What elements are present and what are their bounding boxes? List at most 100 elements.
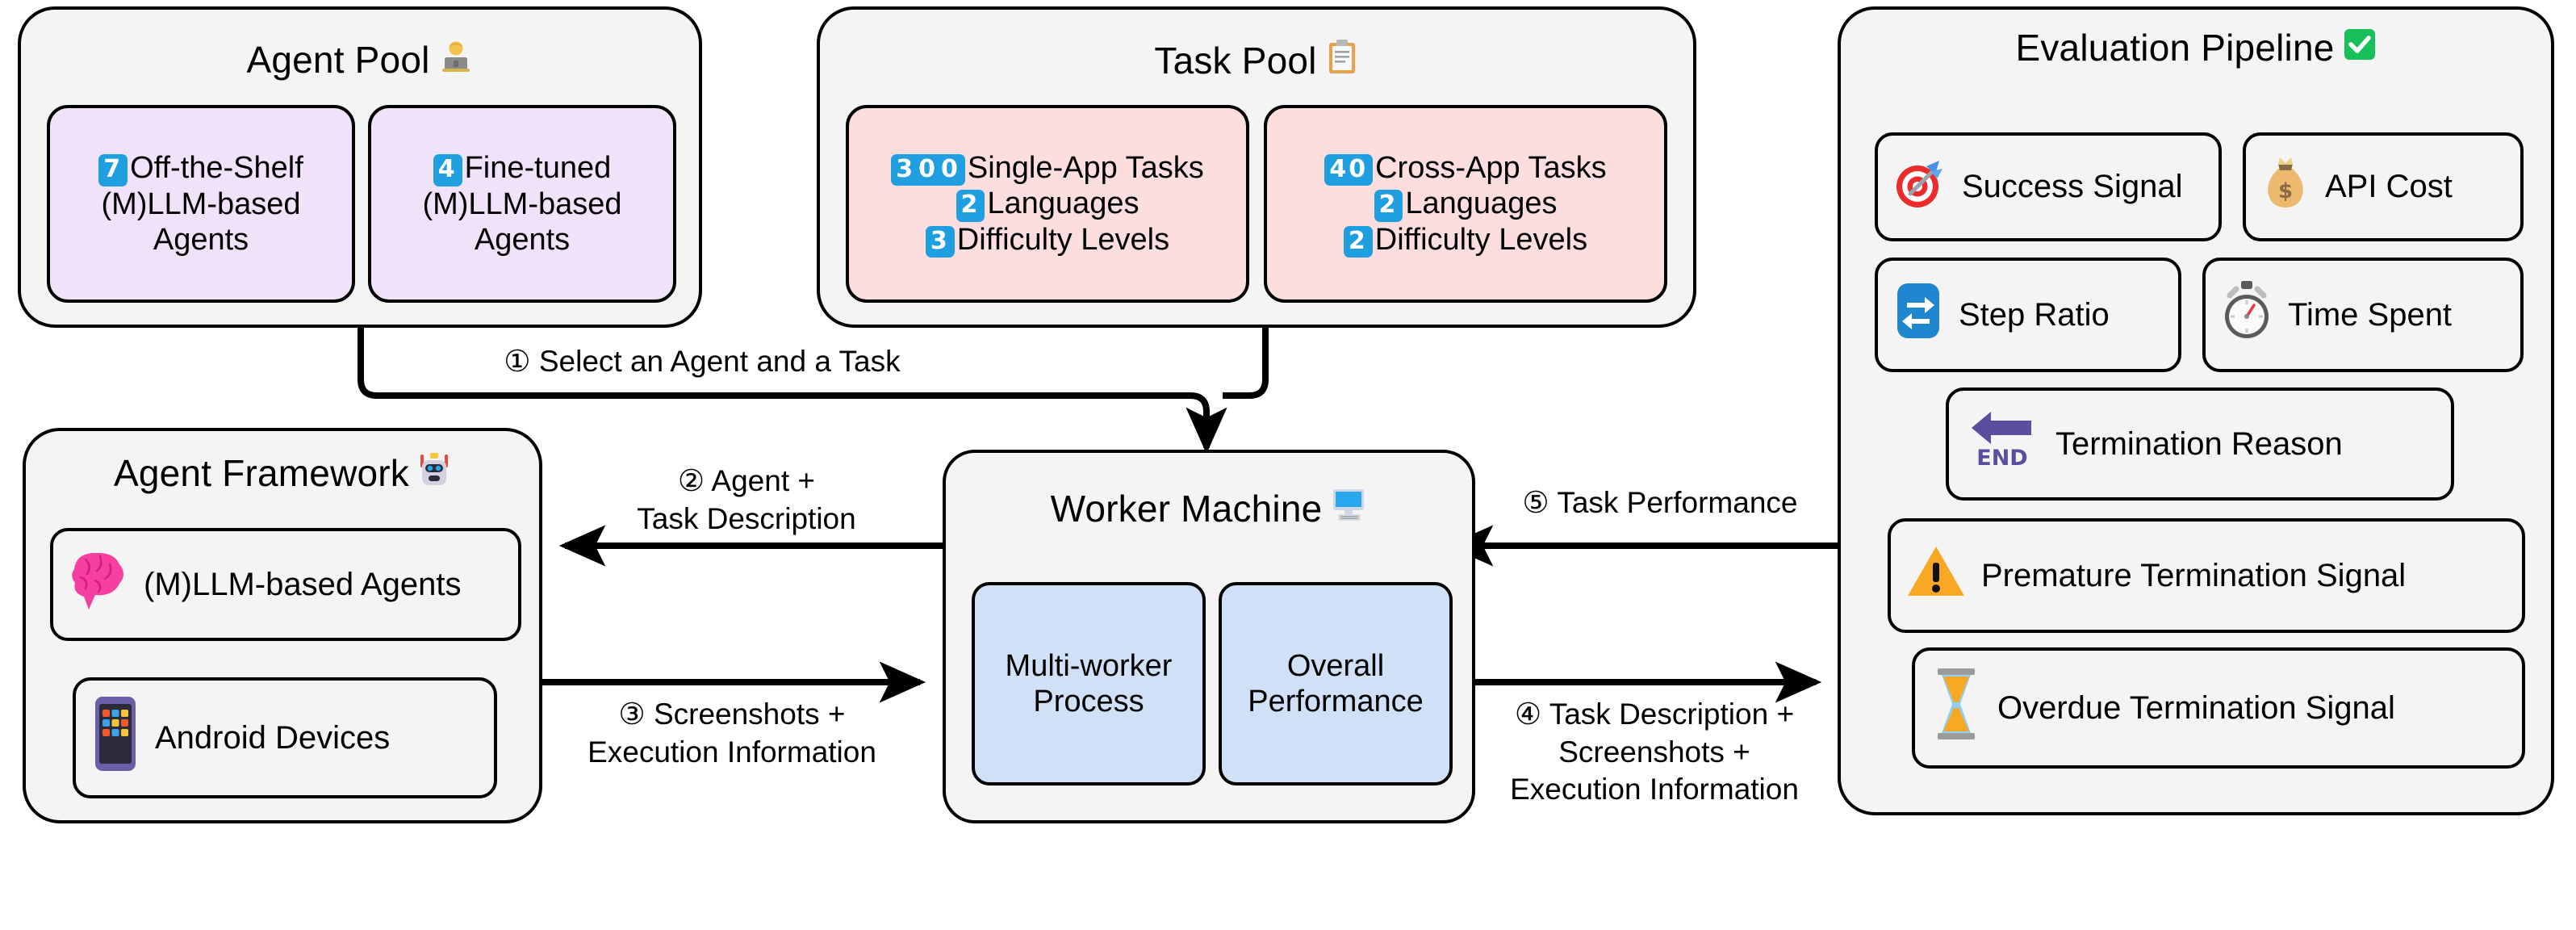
card-line-1: Multi-worker [1005, 648, 1173, 683]
overall-performance-card[interactable]: Overall Performance [1219, 582, 1453, 785]
edge-label-task-performance: ⑤ Task Performance [1478, 484, 1842, 522]
agent-count-badge: 7 [98, 154, 128, 186]
multi-worker-process-card[interactable]: Multi-worker Process [972, 582, 1206, 785]
card-text-1: Fine-tuned [464, 151, 612, 186]
language-count-badge: 2 [1374, 190, 1403, 222]
svg-text:END: END [1976, 446, 2027, 471]
svg-text:$: $ [2278, 179, 2293, 203]
clipboard-emoji [1325, 39, 1359, 82]
metric-label: Success Signal [1962, 169, 2183, 204]
worker-machine-title: Worker Machine [946, 487, 1472, 530]
edge-text-2: Screenshots + [1558, 735, 1750, 769]
edge-text-1: Select an Agent and a Task [538, 345, 901, 378]
edge-text-2: Execution Information [588, 735, 876, 769]
desktop-computer-emoji [1330, 487, 1367, 530]
edge-label-screenshots-execution: ③ Screenshots + Execution Information [542, 696, 922, 771]
repeat-button-emoji [1892, 280, 1944, 350]
evaluation-pipeline-title-text: Evaluation Pipeline [2015, 27, 2335, 69]
metric-label: Premature Termination Signal [1981, 557, 2407, 593]
check-mark-button-emoji [2343, 27, 2377, 68]
edge-marker: ⑤ [1522, 486, 1549, 519]
edge-marker: ① [504, 345, 531, 378]
robot-emoji [417, 452, 451, 494]
evaluation-pipeline-title: Evaluation Pipeline [1841, 27, 2551, 68]
edge-marker: ② [677, 464, 705, 497]
dart-emoji [1892, 156, 1947, 219]
edge-text-1: Agent + [711, 464, 815, 497]
task-pool-title-text: Task Pool [1154, 40, 1317, 82]
evaluation-pipeline-panel: Evaluation Pipeline [1838, 6, 2554, 815]
card-text-3: Difficulty Levels [1374, 222, 1588, 257]
difficulty-count-badge: 3 [925, 225, 955, 258]
card-line-1: Overall [1286, 648, 1385, 683]
card-text-2: Languages [1405, 186, 1558, 221]
android-devices-card[interactable]: Android Devices [73, 677, 497, 798]
metric-time-spent[interactable]: Time Spent [2202, 258, 2524, 372]
edge-text-1: Screenshots + [653, 698, 846, 731]
agent-framework-title: Agent Framework [26, 452, 539, 494]
task-count-badge: 40 [1324, 153, 1374, 186]
agent-framework-panel: Agent Framework [23, 428, 542, 823]
framework-card-label: (M)LLM-based Agents [144, 566, 462, 602]
edge-text-2: Task Description [637, 501, 856, 535]
metric-label: API Cost [2325, 169, 2453, 204]
mobile-phone-emoji [90, 695, 140, 781]
agent-framework-title-text: Agent Framework [113, 452, 409, 494]
agent-count-badge: 4 [433, 154, 462, 186]
mllm-based-agents-card[interactable]: (M)LLM-based Agents [50, 528, 521, 641]
metric-premature-termination-signal[interactable]: Premature Termination Signal [1888, 518, 2525, 633]
metric-step-ratio[interactable]: Step Ratio [1875, 258, 2181, 372]
card-line-3: Agents [474, 222, 571, 257]
card-line-2: (M)LLM-based [422, 186, 622, 221]
metric-api-cost[interactable]: $ API Cost [2243, 132, 2524, 241]
metric-label: Time Spent [2288, 296, 2453, 333]
brain-emoji [68, 548, 129, 621]
worker-machine-panel: Worker Machine Multi-worker Process [943, 450, 1475, 823]
hourglass-emoji [1930, 666, 1983, 750]
metric-overdue-termination-signal[interactable]: Overdue Termination Signal [1912, 647, 2525, 769]
task-count-badge: 300 [891, 153, 965, 186]
agent-pool-title-text: Agent Pool [246, 38, 430, 81]
edge-marker: ④ [1514, 698, 1542, 731]
edge-text-1: Task Description + [1549, 698, 1795, 731]
metric-label: Termination Reason [2055, 425, 2343, 462]
metric-label: Overdue Termination Signal [1997, 689, 2395, 726]
agent-pool-title: Agent Pool [21, 39, 699, 81]
money-bag-emoji: $ [2260, 156, 2310, 219]
task-pool-title: Task Pool [820, 39, 1693, 82]
edge-label-agent-task-description: ② Agent + Task Description [557, 463, 936, 538]
worker-machine-title-text: Worker Machine [1050, 488, 1323, 530]
card-text-2: Languages [987, 186, 1140, 221]
edge-label-select-agent-task: ① Select an Agent and a Task [452, 343, 952, 381]
stopwatch-emoji [2220, 279, 2273, 350]
card-line-3: Agents [153, 222, 249, 257]
difficulty-count-badge: 2 [1343, 225, 1373, 258]
framework-card-label: Android Devices [155, 719, 391, 756]
card-text-3: Difficulty Levels [956, 222, 1170, 257]
end-arrow-emoji: END [1967, 405, 2041, 483]
warning-emoji [1905, 542, 1967, 609]
language-count-badge: 2 [956, 190, 985, 222]
edge-text-1: Task Performance [1557, 486, 1798, 519]
metric-termination-reason[interactable]: END Termination Reason [1946, 388, 2454, 501]
card-line-2: (M)LLM-based [101, 186, 301, 221]
edge-text-3: Execution Information [1510, 773, 1799, 806]
edge-label-task-screenshots-execution: ④ Task Description + Screenshots + Execu… [1485, 696, 1824, 809]
card-line-2: Process [1033, 685, 1144, 718]
metric-label: Step Ratio [1959, 296, 2110, 333]
card-text-1: Single-App Tasks [967, 150, 1204, 185]
metric-success-signal[interactable]: Success Signal [1875, 132, 2222, 241]
